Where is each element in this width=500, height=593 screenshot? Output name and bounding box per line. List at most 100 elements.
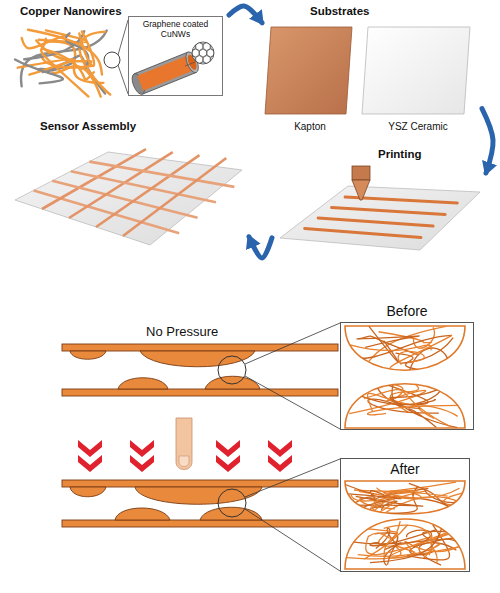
leader-line — [118, 65, 128, 94]
electrode-grid — [34, 149, 235, 236]
lattice-cell — [215, 36, 222, 44]
lattice-cell — [207, 62, 214, 70]
printed-lines — [305, 197, 458, 238]
node-label: Kapton — [262, 121, 358, 133]
nanowire — [351, 495, 384, 514]
electrode-line — [123, 158, 226, 236]
node-label: YSZ Ceramic — [360, 121, 476, 133]
contact-dome — [345, 481, 465, 569]
coated-nanowire — [130, 50, 201, 96]
ysz-ceramic-sheet — [362, 27, 470, 114]
nanowire-tangle — [15, 30, 110, 97]
nanowire-network — [349, 379, 459, 428]
inset-box: Graphene coated CuNWs — [128, 16, 223, 96]
nanowire — [369, 326, 398, 362]
nanowire — [15, 60, 63, 84]
zoom-circle — [218, 489, 246, 517]
lattice-cell — [192, 49, 199, 57]
nanowire — [352, 335, 452, 358]
zoom-frame — [340, 322, 474, 430]
stage-panel: Copper NanowiresGraphene coated CuNWs — [5, 3, 229, 103]
flow-arrow — [229, 6, 262, 23]
node-label: Before — [340, 303, 474, 319]
electrode-line — [89, 162, 234, 187]
lattice-cell — [203, 43, 210, 51]
flow-arrow — [482, 109, 493, 173]
finger — [176, 418, 192, 470]
lattice-cell — [215, 49, 222, 57]
stage-panel: Printing — [272, 146, 486, 254]
leader-line — [245, 323, 340, 364]
stage-title: Sensor Assembly — [40, 120, 249, 133]
nanowire-network — [350, 326, 464, 375]
lattice-cell — [203, 56, 210, 64]
electrode-line — [52, 181, 197, 218]
nanowire — [377, 387, 435, 404]
kapton-sheet — [265, 27, 352, 114]
nanowire — [41, 39, 88, 97]
state-label: No Pressure — [146, 324, 218, 339]
zoom-box: Before — [340, 302, 474, 430]
zoom-circle — [104, 52, 120, 68]
lattice-cell — [211, 56, 218, 64]
electrode-line — [71, 171, 216, 202]
nanowire — [370, 530, 436, 546]
stage-title: Substrates — [310, 5, 482, 18]
nanowire — [377, 488, 460, 498]
nanowire — [370, 520, 444, 563]
nanowire — [366, 530, 462, 555]
lattice-cell — [207, 49, 214, 57]
lattice-cell — [185, 49, 192, 57]
nanowire — [390, 335, 452, 370]
nanowire — [388, 491, 418, 494]
nanowire — [396, 353, 465, 374]
nanowire — [28, 30, 102, 75]
nanowire — [364, 390, 450, 427]
leader-line — [245, 376, 340, 429]
sensor-cross-section — [62, 344, 338, 396]
lattice-cell — [196, 56, 203, 64]
zoom-box: After — [340, 458, 470, 572]
lattice-cell — [218, 43, 225, 51]
printed-line — [318, 218, 433, 226]
leader-line — [118, 20, 128, 55]
nanowire — [419, 406, 458, 419]
zoom-circle — [218, 356, 246, 384]
nanowire — [356, 336, 419, 347]
nanowire — [350, 345, 431, 351]
nanowire — [398, 351, 424, 364]
node-label: Graphene coated CuNWs — [133, 20, 218, 40]
print-nozzle — [352, 166, 370, 200]
stage-panel: SubstratesKaptonYSZ Ceramic — [262, 3, 482, 135]
printed-line — [332, 207, 446, 214]
leader-line — [185, 62, 195, 66]
substrate-sheet: YSZ Ceramic — [360, 24, 476, 134]
nanowire — [368, 405, 460, 415]
contact-dome — [345, 326, 465, 428]
graphene-lattice — [185, 36, 226, 70]
leader-line — [245, 459, 340, 497]
node-label: After — [341, 461, 469, 477]
stage-panel: Sensor Assembly — [12, 118, 249, 250]
sensor-substrate — [15, 152, 242, 245]
lattice-cell — [192, 62, 199, 70]
leader-line — [245, 509, 340, 571]
stage-title: Printing — [378, 148, 486, 161]
substrate-sheet: Kapton — [262, 24, 358, 134]
lattice-cell — [207, 36, 214, 44]
print-substrate — [280, 186, 480, 250]
nanowire — [350, 527, 397, 559]
flow-arrow — [249, 237, 272, 258]
nanowire — [372, 498, 394, 512]
electrode-line — [34, 190, 180, 233]
lattice-cell — [192, 36, 199, 44]
nanowire — [366, 368, 391, 372]
lattice-cell — [196, 43, 203, 51]
lattice-cell — [200, 49, 207, 57]
lattice-cell — [200, 62, 207, 70]
printed-line — [305, 228, 421, 237]
nanowire — [392, 379, 420, 408]
